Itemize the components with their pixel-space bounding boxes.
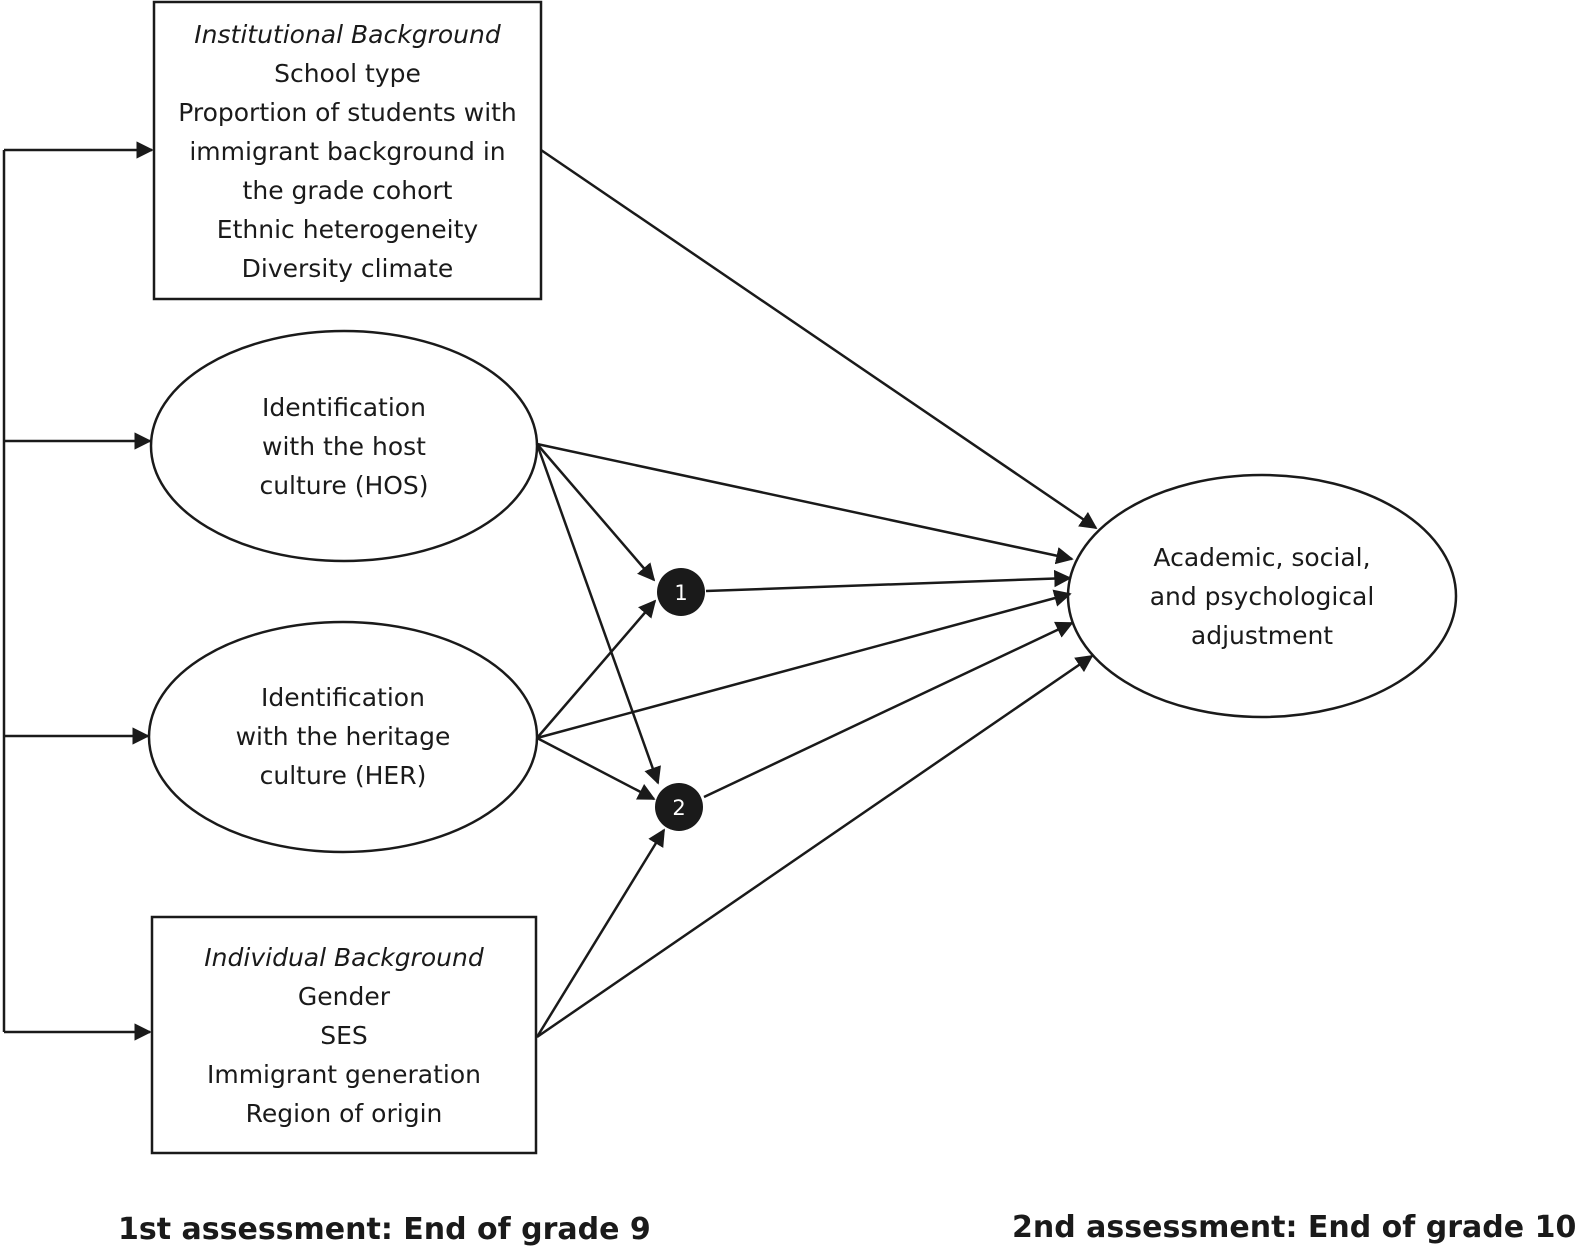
- arrow-institutional-to-outcome: [540, 148, 1098, 530]
- individual-text: Individual Background Gender SES Immigra…: [152, 938, 536, 1133]
- heritage-line: with the heritage: [235, 722, 451, 751]
- institutional-title: Institutional Background: [194, 20, 501, 49]
- arrow-individual-to-node2: [535, 828, 666, 1038]
- interaction-node-2: 2: [655, 783, 703, 831]
- footer-second-assessment: 2nd assessment: End of grade 10: [1012, 1210, 1576, 1245]
- individual-title: Individual Background: [204, 943, 484, 972]
- host-line: with the host: [262, 432, 426, 461]
- institutional-line: the grade cohort: [242, 176, 453, 205]
- outcome-line: and psychological: [1149, 582, 1375, 611]
- outcome-line: adjustment: [1190, 621, 1334, 650]
- host-line: culture (HOS): [259, 471, 429, 500]
- arrow-host-to-node2: [535, 443, 661, 785]
- individual-line: SES: [320, 1021, 368, 1050]
- individual-line: Immigrant generation: [206, 1060, 482, 1089]
- heritage-line: culture (HER): [259, 761, 427, 790]
- left-bracket: [2, 141, 154, 1041]
- institutional-line: Proportion of students with: [178, 98, 517, 127]
- host-line: Identification: [262, 393, 426, 422]
- individual-box: [150, 915, 538, 1155]
- outcome-line: Academic, social,: [1153, 543, 1371, 572]
- interaction-node-2-label: 2: [672, 796, 685, 820]
- footer-first-assessment: 1st assessment: End of grade 9: [118, 1212, 651, 1247]
- interaction-node-1-label: 1: [674, 581, 687, 605]
- arrow-node1-to-outcome: [705, 569, 1072, 593]
- interaction-node-1: 1: [657, 568, 705, 616]
- arrow-heritage-to-node1: [536, 599, 657, 739]
- heritage-line: Identification: [261, 683, 425, 712]
- individual-line: Gender: [297, 982, 391, 1011]
- host-text: Identification with the host culture (HO…: [164, 388, 524, 505]
- heritage-text: Identification with the heritage culture…: [163, 678, 523, 795]
- path-diagram: 1 2: [2, 0, 1458, 1155]
- institutional-text: Institutional Background School type Pro…: [154, 15, 541, 288]
- institutional-line: immigrant background in: [189, 137, 506, 166]
- arrow-host-to-outcome: [536, 442, 1074, 565]
- individual-line: Region of origin: [245, 1099, 443, 1128]
- outcome-text: Academic, social, and psychological adju…: [1082, 538, 1442, 655]
- institutional-line: Ethnic heterogeneity: [216, 215, 479, 244]
- arrow-node2-to-outcome: [703, 621, 1074, 799]
- arrow-heritage-to-node2: [536, 736, 656, 801]
- institutional-line: School type: [274, 59, 421, 88]
- path-arrows: [535, 148, 1098, 1039]
- arrow-individual-to-outcome: [536, 654, 1094, 1039]
- arrow-host-to-node1: [536, 443, 656, 582]
- institutional-line: Diversity climate: [241, 254, 454, 283]
- arrow-heritage-to-outcome: [536, 589, 1072, 740]
